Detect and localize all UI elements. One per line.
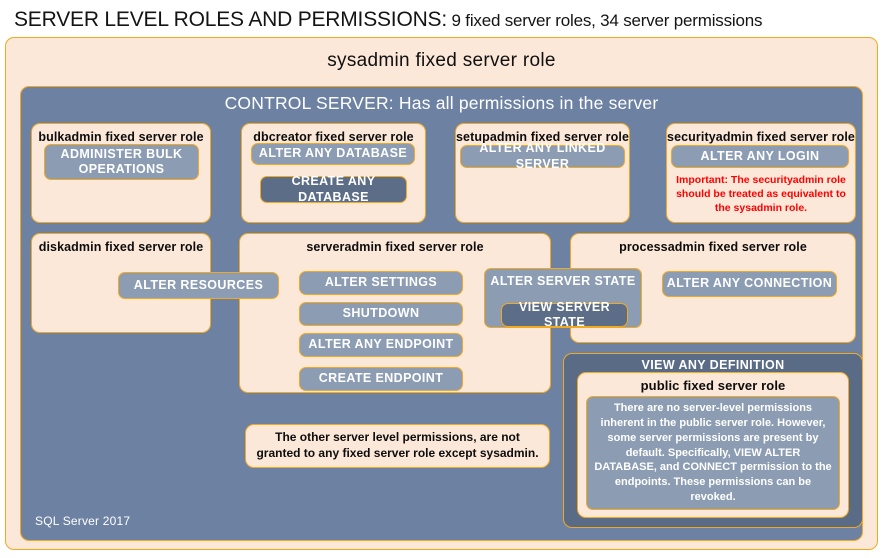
permission-alter-settings: ALTER SETTINGS (299, 271, 463, 295)
role-box-setupadmin: setupadmin fixed server role (455, 123, 630, 223)
role-title-processadmin: processadmin fixed server role (619, 240, 807, 254)
permission-create-endpoint: CREATE ENDPOINT (299, 367, 463, 391)
permission-create-any-database: CREATE ANY DATABASE (260, 174, 407, 204)
sql-server-version-label: SQL Server 2017 (35, 514, 131, 528)
permission-alter-any-database: ALTER ANY DATABASE (251, 143, 415, 165)
permission-alter-any-linked-server: ALTER ANY LINKED SERVER (460, 141, 625, 171)
role-title-setupadmin: setupadmin fixed server role (456, 130, 630, 144)
role-title-serveradmin: serveradmin fixed server role (306, 240, 484, 254)
permission-alter-any-connection: ALTER ANY CONNECTION (662, 271, 837, 297)
permission-alter-resources: ALTER RESOURCES (118, 272, 279, 299)
role-title-public: public fixed server role (640, 378, 786, 393)
role-box-securityadmin: securityadmin fixed server role (666, 123, 856, 223)
permission-alter-any-endpoint: ALTER ANY ENDPOINT (299, 333, 463, 357)
role-box-dbcreator: dbcreator fixed server role (241, 123, 426, 223)
permission-view-any-definition: VIEW ANY DEFINITION (641, 358, 785, 372)
role-title-dbcreator: dbcreator fixed server role (253, 130, 414, 144)
other-permissions-note: The other server level permissions, are … (245, 424, 550, 468)
page-title-subtitle: 9 fixed server roles, 34 server permissi… (447, 11, 763, 30)
role-title-securityadmin: securityadmin fixed server role (667, 130, 855, 144)
page-title-main: SERVER LEVEL ROLES AND PERMISSIONS: (14, 8, 447, 31)
sysadmin-role-label: sysadmin fixed server role (327, 50, 556, 71)
role-title-diskadmin: diskadmin fixed server role (38, 240, 204, 254)
control-server-label: CONTROL SERVER: Has all permissions in t… (224, 93, 659, 113)
role-title-bulkadmin: bulkadmin fixed server role (38, 130, 204, 144)
page-title: SERVER LEVEL ROLES AND PERMISSIONS: 9 fi… (14, 8, 874, 34)
permission-view-server-state: VIEW SERVER STATE (501, 300, 628, 329)
public-role-note: There are no server-level permissions in… (586, 396, 840, 510)
permission-alter-any-login: ALTER ANY LOGIN (671, 145, 849, 168)
permission-shutdown: SHUTDOWN (299, 302, 463, 326)
permission-administer-bulk-operations: ADMINISTER BULK OPERATIONS (44, 144, 199, 180)
securityadmin-warning-note: Important: The securityadmin role should… (676, 174, 846, 214)
